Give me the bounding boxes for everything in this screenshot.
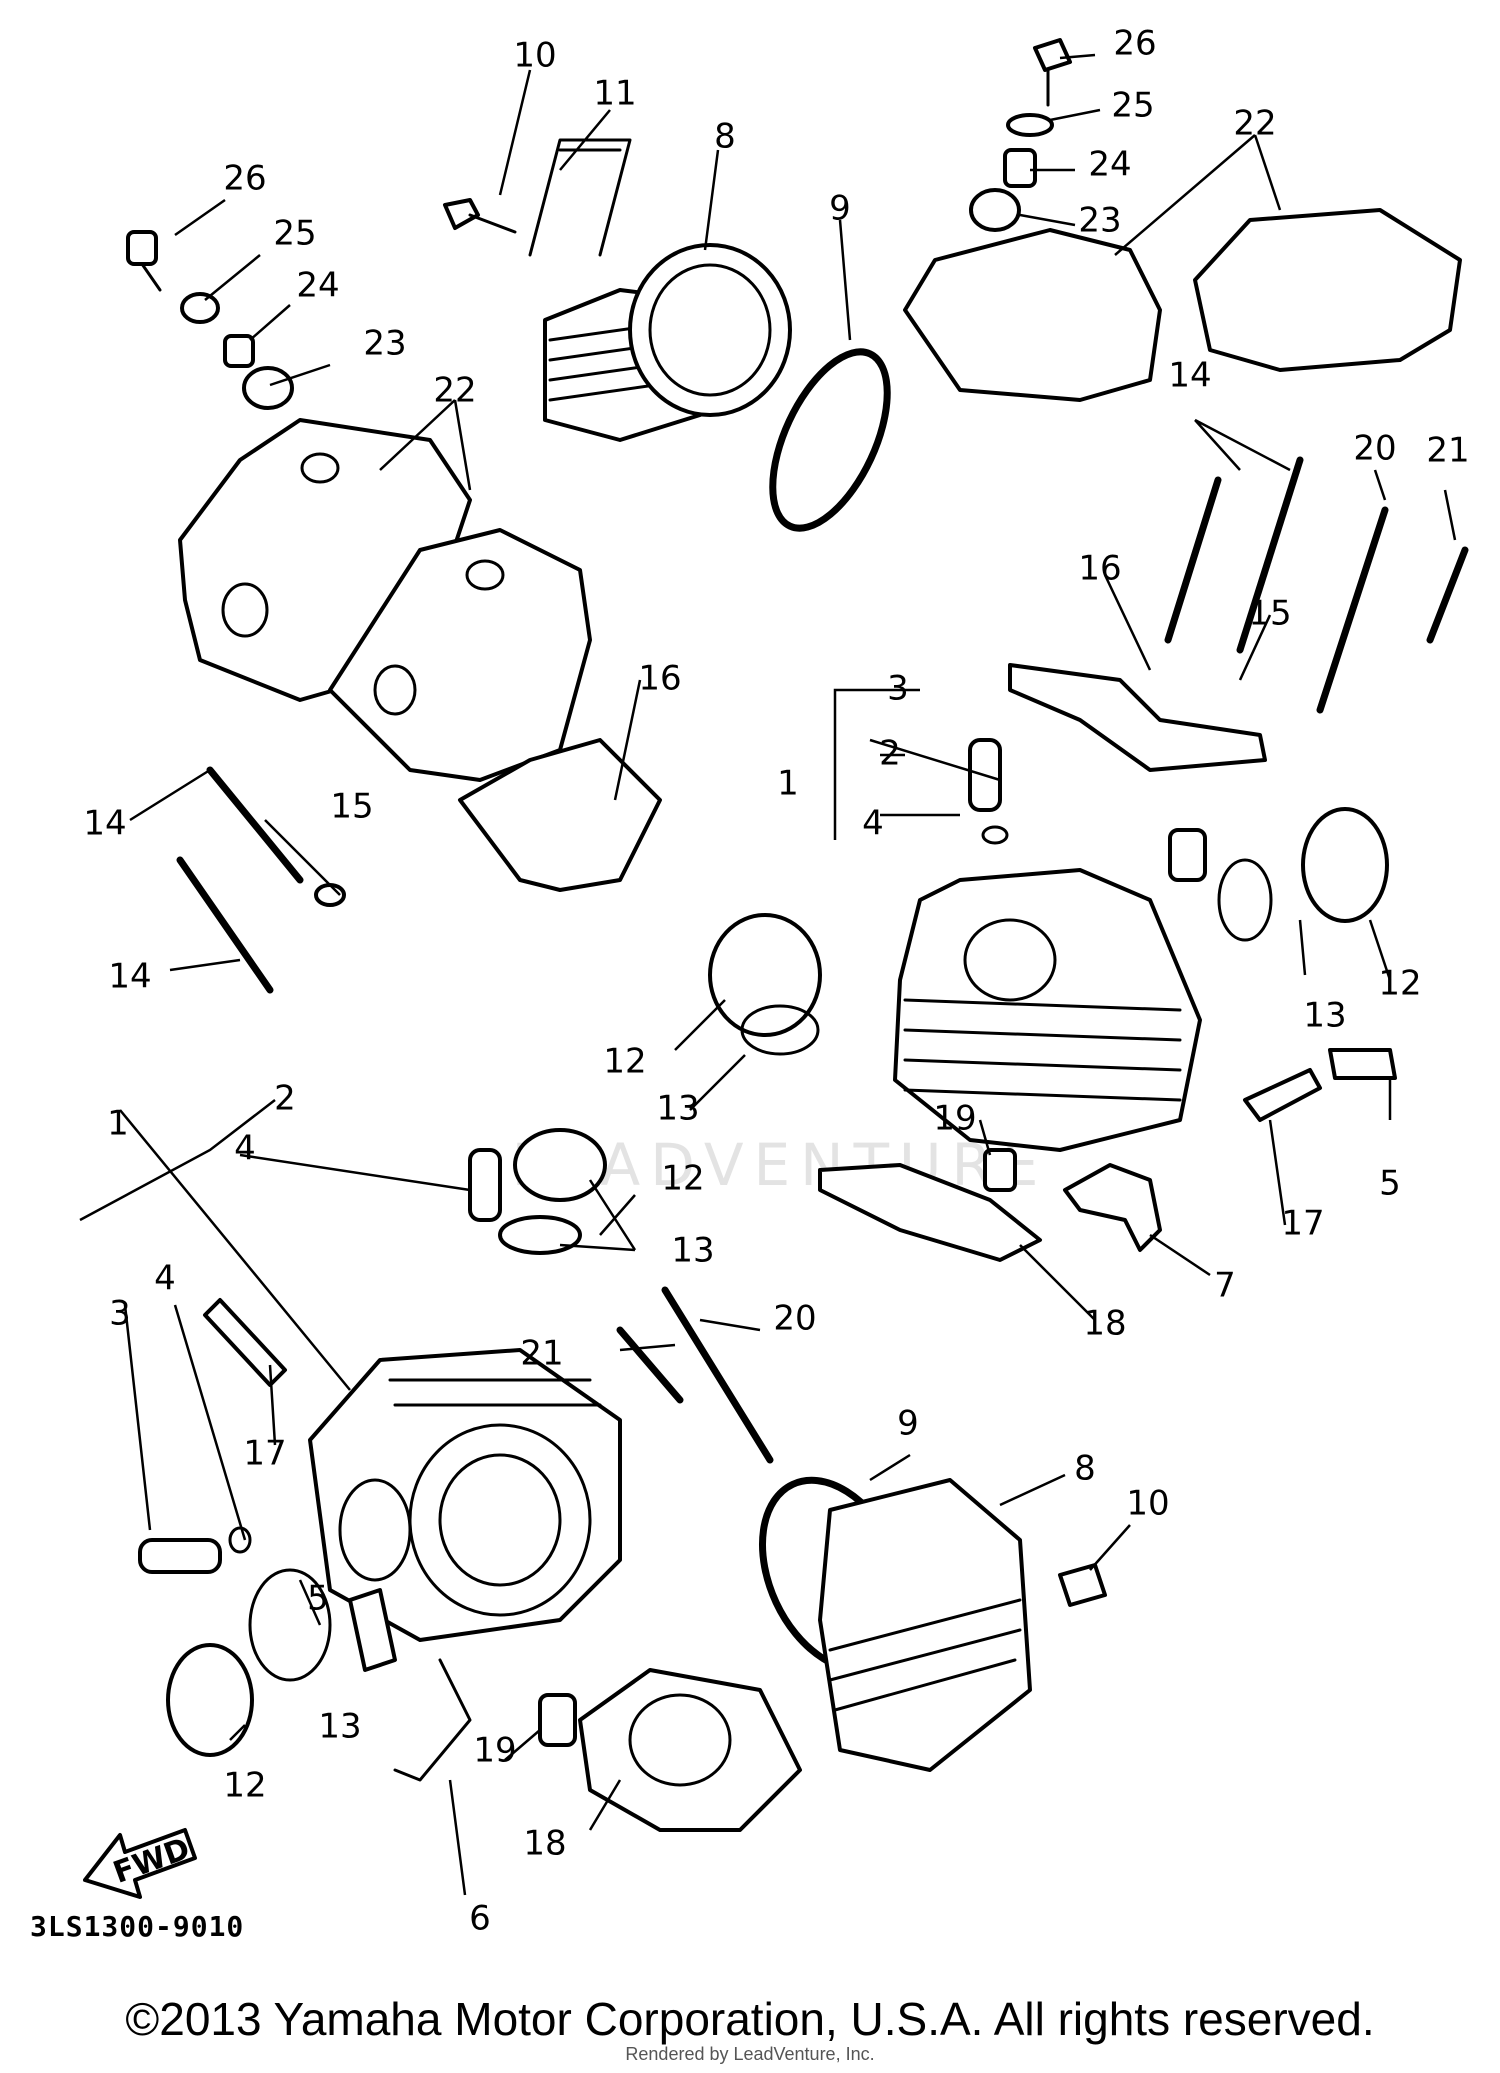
callout-label: 9 <box>829 189 851 229</box>
gasket-16-upper <box>1008 663 1267 772</box>
bolt-10-lower <box>1058 1563 1107 1607</box>
rear-cylinder-head <box>893 738 1389 1152</box>
callout-label: 12 <box>223 1766 266 1806</box>
callout-label: 16 <box>1078 549 1121 589</box>
bolt-14-b <box>176 856 274 994</box>
callout-label: 22 <box>433 371 476 411</box>
oring-9 <box>769 348 891 532</box>
callout-label: 7 <box>1214 1266 1236 1306</box>
callout-label: 3 <box>109 1294 131 1334</box>
dowel-19-right <box>983 1148 1017 1192</box>
callout-label: 13 <box>318 1707 361 1747</box>
leader-lines <box>79 53 1457 1896</box>
callout-label: 1 <box>107 1104 129 1144</box>
callout-label: 11 <box>593 74 636 114</box>
callout-label: 14 <box>83 804 126 844</box>
callout-label: 14 <box>1168 356 1211 396</box>
right-side-covers <box>903 208 1462 402</box>
callout-label: 24 <box>296 266 339 306</box>
right-bolt-stack <box>969 38 1072 232</box>
callout-label: 6 <box>469 1899 491 1939</box>
callout-label: 4 <box>154 1259 176 1299</box>
left-side-covers <box>178 418 592 782</box>
copyright-notice: ©2013 Yamaha Motor Corporation, U.S.A. A… <box>125 1993 1375 2045</box>
callout-label: 10 <box>513 36 556 76</box>
callout-label: 4 <box>862 804 884 844</box>
callout-label: 20 <box>1353 429 1396 469</box>
callout-label: 10 <box>1126 1484 1169 1524</box>
fwd-arrow: FWD <box>83 1828 197 1899</box>
callout-label: 25 <box>273 214 316 254</box>
callout-label: 25 <box>1111 86 1154 126</box>
cap-12-middle <box>708 913 822 1037</box>
callout-label: 12 <box>603 1042 646 1082</box>
callout-label: 5 <box>307 1579 329 1619</box>
callout-label: 26 <box>1113 24 1156 64</box>
callout-label: 13 <box>656 1089 699 1129</box>
callout-label: 12 <box>661 1159 704 1199</box>
callout-label: 15 <box>1248 594 1291 634</box>
callout-label: 26 <box>223 159 266 199</box>
callout-label: 8 <box>1074 1449 1096 1489</box>
bolt-10 <box>443 198 480 230</box>
gasket-18-lower <box>578 1668 802 1832</box>
callout-label: 23 <box>363 324 406 364</box>
callout-label: 17 <box>1281 1204 1324 1244</box>
callout-label: 14 <box>108 957 151 997</box>
callout-label: 18 <box>1083 1304 1126 1344</box>
gasket-18-right <box>818 1163 1042 1262</box>
callout-label: 19 <box>933 1099 976 1139</box>
callout-label: 8 <box>714 117 736 157</box>
callout-label: 9 <box>897 1404 919 1444</box>
callout-label: 3 <box>887 669 909 709</box>
stud-5-right <box>1328 1048 1397 1080</box>
callout-label: 5 <box>1379 1164 1401 1204</box>
callout-label: 2 <box>879 734 901 774</box>
bolt-14-a <box>206 766 304 884</box>
callout-label: 19 <box>473 1731 516 1771</box>
gasket-16-left <box>458 738 662 892</box>
callout-label: 2 <box>274 1079 296 1119</box>
callout-label: 15 <box>330 787 373 827</box>
diagram-code: 3LS1300-9010 <box>30 1910 245 1943</box>
callout-label: 12 <box>1378 964 1421 1004</box>
callout-label: 22 <box>1233 104 1276 144</box>
callout-label: 1 <box>777 764 799 804</box>
front-cylinder-group <box>443 138 891 532</box>
callout-label: 21 <box>1426 431 1469 471</box>
pipe-7 <box>1063 1163 1162 1252</box>
callout-label: 13 <box>671 1231 714 1271</box>
callout-label: 18 <box>523 1824 566 1864</box>
cylinder-head-front <box>628 243 792 417</box>
spark-plug-17-right <box>1243 1068 1322 1122</box>
callout-label: 4 <box>234 1129 256 1169</box>
callout-label: 13 <box>1303 996 1346 1036</box>
callout-label: 17 <box>243 1434 286 1474</box>
upper-right-bolts <box>1164 456 1469 714</box>
left-bolt-stack <box>126 230 294 410</box>
callout-label: 21 <box>520 1334 563 1374</box>
callout-labels: 26 25 24 23 22 11 10 8 9 26 25 24 23 22 … <box>83 24 1469 1939</box>
lower-small-parts <box>138 1128 774 1782</box>
callout-label: 16 <box>638 659 681 699</box>
callout-label: 24 <box>1088 145 1131 185</box>
callout-label: 23 <box>1078 201 1121 241</box>
bracket-11 <box>528 138 632 257</box>
callout-label: 20 <box>773 1299 816 1339</box>
render-credit: Rendered by LeadVenture, Inc. <box>625 2044 875 2064</box>
rear-cylinder-group <box>758 1476 1107 1772</box>
